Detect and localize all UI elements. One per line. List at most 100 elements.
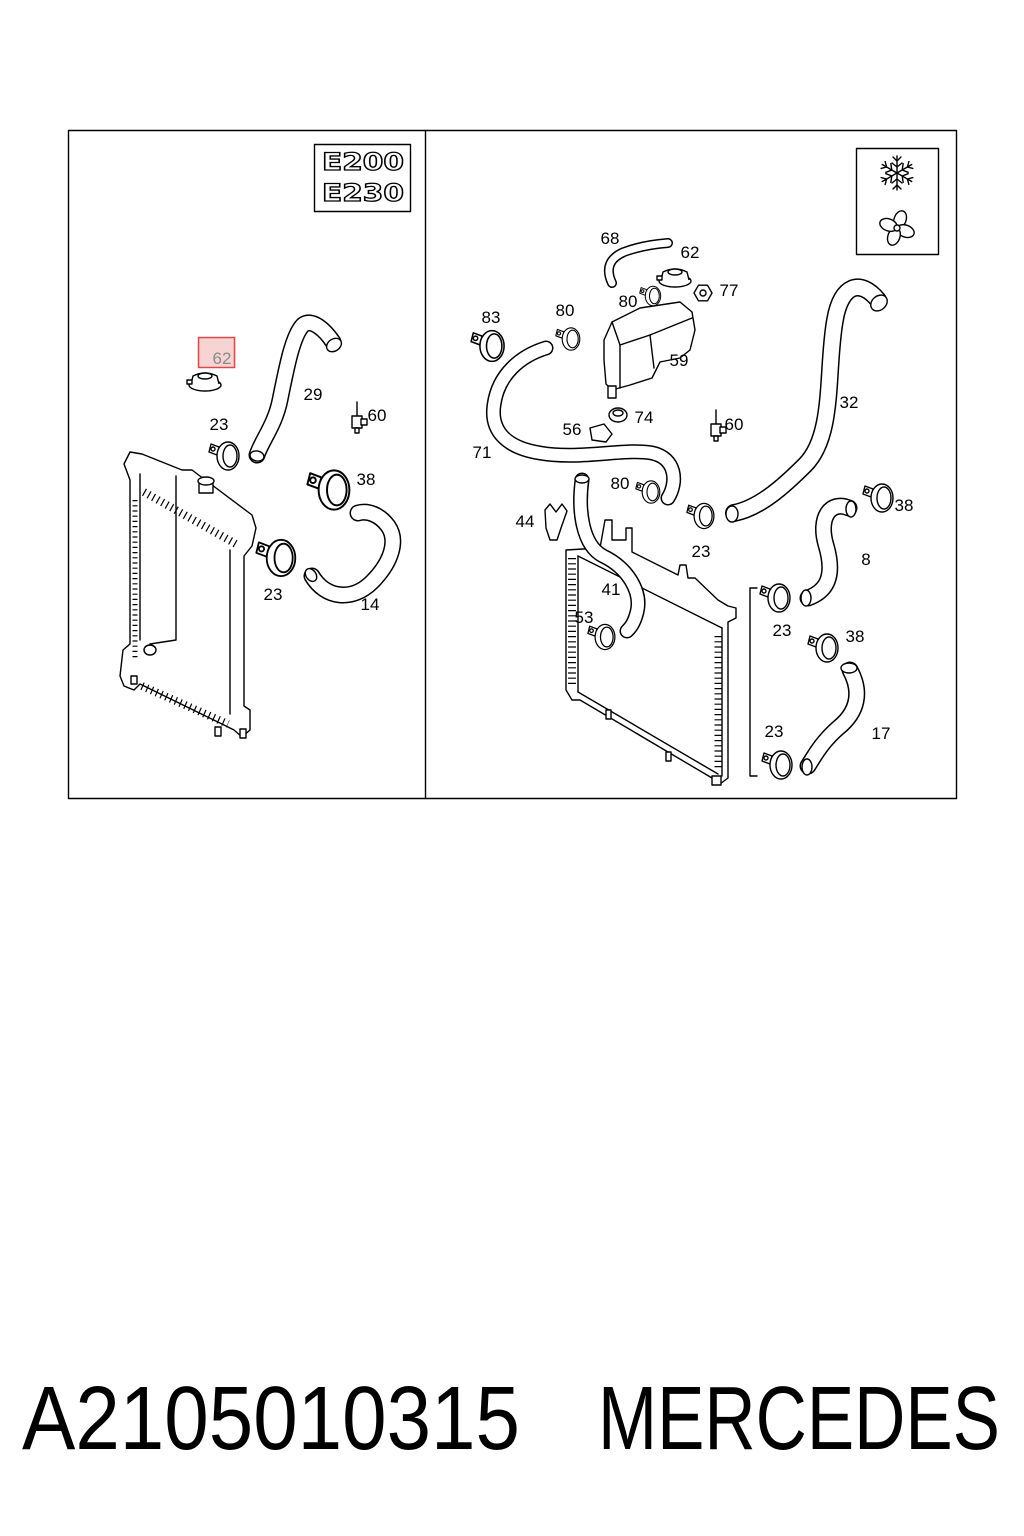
hose-71-body [487,342,680,504]
callout-38: 38 [895,496,914,515]
callout-77: 77 [720,281,739,300]
callout-62-highlighted: 62 [213,349,232,368]
callout-80: 80 [619,292,638,311]
model-badge-line1: E200 [322,148,404,176]
hose-17-end [801,758,813,776]
callout-8: 8 [861,550,870,569]
callout-53: 53 [575,608,594,627]
hose-32-end [725,505,739,523]
callout-23: 23 [264,585,283,604]
expansion-tank [603,301,696,399]
callout-14: 14 [361,595,380,614]
climate-badge [855,147,940,256]
callout-23: 23 [692,542,711,561]
callout-68: 68 [601,229,620,248]
hose-29 [248,314,343,464]
retaining-clip [544,503,568,541]
callout-83: 83 [482,308,501,327]
highlight-box [197,336,236,369]
hose-clamp [686,502,715,530]
hose-clamp [807,633,839,663]
hex-nut-hole [699,289,707,297]
hex-nut [693,284,713,302]
frame-border [67,129,958,800]
temperature-sensor [351,401,368,434]
callout-71: 71 [473,443,492,462]
hose-32-body [726,279,886,521]
hose-clamp [761,750,793,780]
callout-23: 23 [765,722,784,741]
hose-14-end [304,567,318,583]
callout-80: 80 [611,474,630,493]
hose-41-end [574,474,590,484]
callout-17: 17 [872,724,891,743]
callout-62: 62 [681,243,700,262]
filler-neck-top [197,476,215,486]
hose-clamp-small [639,285,662,307]
callout-32: 32 [840,393,859,412]
hose-clamp [759,583,791,613]
hose-68 [603,238,673,288]
hose-41 [573,472,646,639]
hose-29-end [249,450,265,462]
hose-clamp-large [306,469,351,511]
radiator-foot [711,775,722,786]
callout-38: 38 [357,470,376,489]
callout-23: 23 [210,415,229,434]
radiator-core-top-edge [577,555,723,629]
grommet [608,407,628,423]
callout-59: 59 [670,351,689,370]
hose-14 [303,503,402,604]
hose-8 [799,497,858,607]
hose-group-bracket [749,587,758,777]
radiator-mount [605,709,612,720]
brand-name: MERCEDES [598,1369,1000,1469]
radiator-right [565,519,737,786]
hose-clamp [208,441,240,471]
hose-clamp-small [635,480,661,504]
hose-29-end [325,337,343,353]
callout-38: 38 [846,627,865,646]
hose-32-end [870,294,888,312]
radiator-foot [214,726,222,737]
radiator-bottom-fins [140,682,230,728]
right-panel: 68 62 77 80 83 80 59 32 74 56 60 71 80 3… [470,147,940,786]
radiator-outline [565,519,737,785]
radiator-top-fins [142,488,238,548]
hose-68-body [605,239,672,287]
diagram-frame [67,129,958,800]
radiator-outlet [143,644,157,656]
radiator-cap [186,372,222,392]
callout-60: 60 [368,406,387,425]
radiator-outline [119,451,257,738]
caption: A2105010315 MERCEDES [22,1369,1000,1469]
hose-8-end [800,589,812,607]
fan-icon [879,210,915,246]
hose-14-body [305,505,400,602]
radiator-foot [239,728,247,739]
expansion-tank-cap [656,268,692,288]
model-badge-box [313,143,412,213]
callout-74: 74 [635,408,654,427]
snowflake-icon [879,155,915,191]
callout-56: 56 [563,420,582,439]
hose-8-end [845,500,857,518]
model-badge: E200 E230 [313,143,412,213]
hose-clamp [862,483,894,513]
callout-23: 23 [773,621,792,640]
climate-badge-box [855,147,940,256]
radiator-core-bottom-edge [577,691,719,775]
hose-8-body [801,499,856,605]
left-panel: E200 E230 62 [119,143,412,739]
mounting-bracket [589,423,613,443]
radiator-mount [665,751,672,762]
expansion-tank-body [603,301,696,391]
callout-41: 41 [602,580,621,599]
radiator-pipe [149,475,177,645]
part-number: A2105010315 [22,1369,520,1469]
radiator-left [119,451,257,739]
hose-41-body [574,474,644,637]
radiator-foot [130,675,138,685]
callout-80: 80 [556,301,575,320]
